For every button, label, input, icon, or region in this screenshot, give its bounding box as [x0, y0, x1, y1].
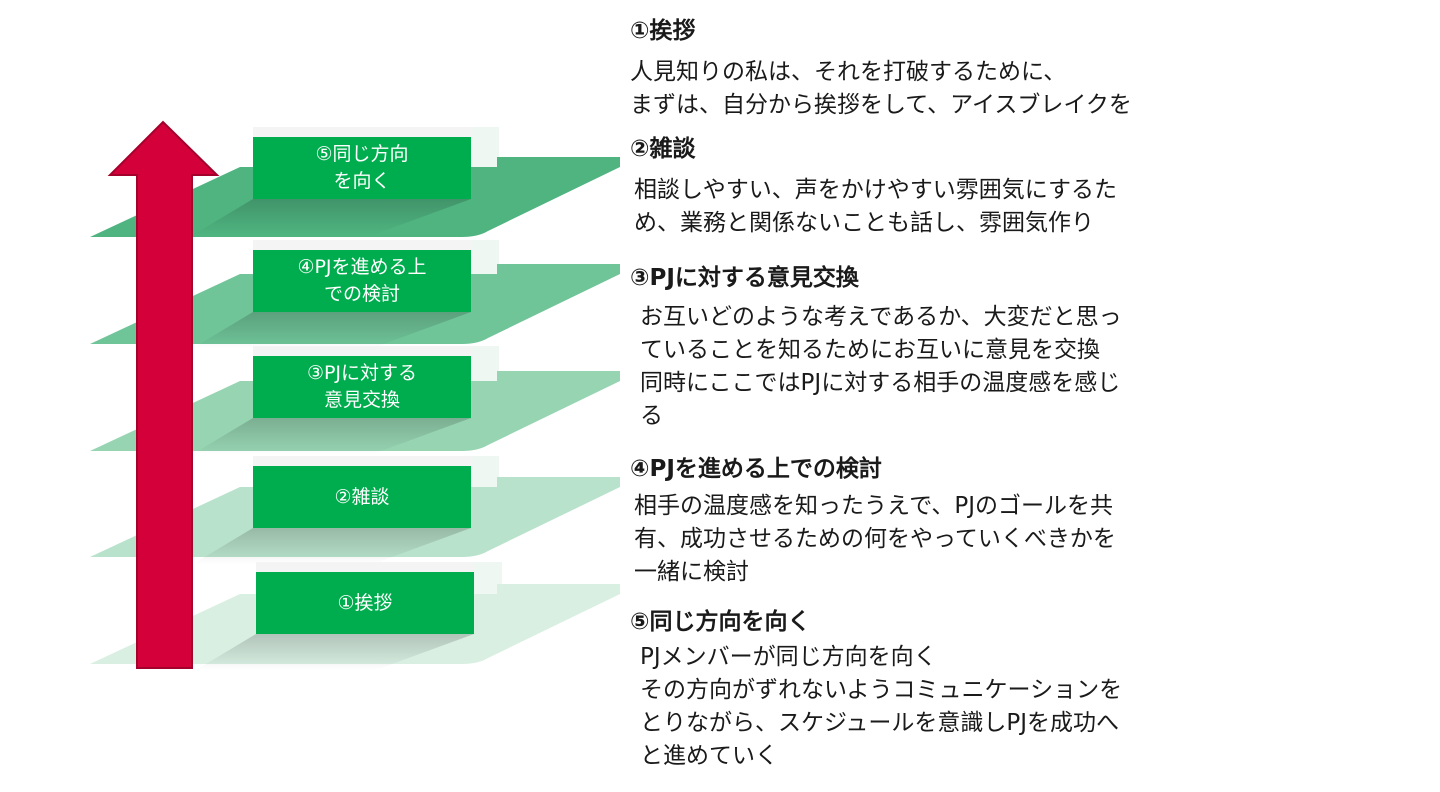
step-box-greeting: ①挨拶	[256, 572, 474, 634]
description-title: ①挨拶	[630, 18, 696, 44]
description-body: PJメンバーが同じ方向を向く その方向がずれないようコミュニケーションを とりな…	[640, 644, 1123, 769]
plane-back-wall	[471, 240, 499, 278]
step-box-project-review: ④PJを進める上 での検討	[253, 250, 471, 312]
box-shadow	[193, 418, 471, 454]
up-arrow-shape	[107, 120, 220, 669]
step-label-greeting: ①挨拶	[337, 591, 393, 614]
description-opinion-exchange: ③PJに対する意見交換 お互いどのような考えであるか、大変だと思っ ていることを…	[630, 263, 1430, 433]
step-label-project-review: ④PJを進める上 での検討	[297, 256, 427, 305]
description-body: お互いどのような考えであるか、大変だと思っ ていることを知るためにお互いに意見を…	[640, 304, 1122, 429]
box-shadow	[193, 528, 471, 564]
plane-back-wall	[471, 456, 499, 491]
description-title: ④PJを進める上での検討	[630, 456, 882, 482]
description-title: ②雑談	[630, 136, 696, 162]
description-body: 相談しやすい、声をかけやすい雰囲気にするた め、業務と関係ないことも話し、雰囲気…	[634, 177, 1117, 236]
plane-back-wall	[471, 346, 499, 385]
up-arrow-icon	[107, 120, 220, 669]
step-label-chat: ②雑談	[334, 485, 390, 508]
description-chat: ②雑談 相談しやすい、声をかけやすい雰囲気にするた め、業務と関係ないことも話し…	[630, 134, 1430, 240]
description-body: 相手の温度感を知ったうえで、PJのゴールを共 有、成功させるための何をやっていく…	[634, 493, 1116, 585]
box-shadow	[196, 634, 474, 670]
description-title: ⑤同じ方向を向く	[630, 609, 811, 635]
description-title: ③PJに対する意見交換	[630, 265, 859, 291]
step-box-chat: ②雑談	[253, 466, 471, 528]
box-shadow	[193, 199, 471, 235]
step-label-opinion-exchange: ③PJに対する 意見交換	[306, 362, 418, 411]
diagram-planes	[90, 120, 620, 670]
step-box-opinion-exchange: ③PJに対する 意見交換	[253, 356, 471, 418]
box-shadow	[193, 312, 471, 348]
description-same-direction: ⑤同じ方向を向く PJメンバーが同じ方向を向く その方向がずれないようコミュニケ…	[630, 607, 1430, 773]
step-box-same-direction: ⑤同じ方向 を向く	[253, 137, 471, 199]
description-project-review: ④PJを進める上での検討 相手の温度感を知ったうえで、PJのゴールを共 有、成功…	[630, 454, 1430, 589]
staircase-diagram: ①挨拶 ②雑談 ③PJに対する 意見交換 ④PJを進める上 での検討 ⑤同じ方向…	[0, 0, 640, 788]
plane-back-wall	[471, 127, 499, 171]
description-greeting: ①挨拶 人見知りの私は、それを打破するために、 まずは、自分から挨拶をして、アイ…	[630, 16, 1430, 122]
description-body: 人見知りの私は、それを打破するために、 まずは、自分から挨拶をして、アイスブレイ…	[630, 59, 1132, 118]
step-label-same-direction: ⑤同じ方向 を向く	[315, 143, 409, 192]
